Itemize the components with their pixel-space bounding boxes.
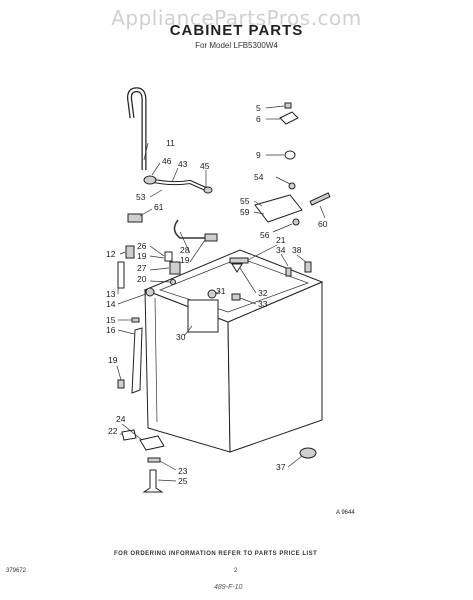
part-12-valve [125, 245, 135, 259]
part-22-bracket [121, 429, 137, 441]
label-27: 27 [137, 263, 147, 273]
part-5-screw [284, 102, 292, 109]
label-24: 24 [116, 414, 126, 424]
part-19-clip [117, 379, 125, 389]
label-45: 45 [200, 161, 210, 171]
handwritten-note: 489-F-10 [214, 584, 243, 591]
label-34: 34 [276, 245, 286, 255]
fill-hose [127, 87, 147, 170]
label-31: 31 [216, 286, 226, 296]
watermark: AppliancePartsPros.com [111, 6, 362, 30]
label-11: 11 [166, 138, 175, 148]
label-38: 38 [292, 245, 302, 255]
label-54: 54 [254, 172, 264, 182]
cabinet-front-edge [154, 297, 158, 423]
part-16-panel [131, 327, 143, 394]
part-13-tube [117, 261, 125, 289]
label-56: 56 [260, 230, 270, 240]
part-30-motor-mount [187, 299, 219, 333]
label-15: 15 [106, 315, 116, 325]
part-54-nut [288, 182, 296, 190]
label-13: 13 [106, 289, 116, 299]
part-27-bracket [169, 261, 181, 275]
callout-labels: 5 6 9 11 46 43 45 54 53 61 55 59 60 56 2… [106, 103, 328, 486]
diagram-subtitle: For Model LFB5300W4 [195, 41, 278, 50]
part-32-triangle [231, 263, 243, 273]
ordering-note: FOR ORDERING INFORMATION REFER TO PARTS … [114, 551, 318, 557]
part-55-bracket [254, 194, 303, 223]
part-23-spacer [147, 457, 161, 463]
label-12: 12 [106, 249, 116, 259]
diagram-title: CABINET PARTS [169, 22, 304, 39]
label-59: 59 [240, 207, 250, 217]
part-38-fastener [304, 261, 312, 273]
part-19-connector [204, 233, 218, 242]
label-61: 61 [154, 202, 164, 212]
label-60: 60 [318, 219, 328, 229]
part-20-screw [170, 279, 176, 285]
label-6: 6 [256, 114, 261, 124]
part-number: 379672 [6, 568, 27, 574]
part-24-leveling-plate [139, 435, 165, 451]
part-60-strip [309, 192, 331, 206]
hose-fitting [203, 186, 213, 194]
label-46: 46 [162, 156, 172, 166]
part-6-clip [279, 111, 299, 125]
part-28-wire-harness [173, 219, 210, 239]
label-19-a: 19 [137, 251, 147, 261]
label-22: 22 [108, 426, 118, 436]
label-55: 55 [240, 196, 250, 206]
part-33-bracket [231, 293, 241, 301]
label-14: 14 [106, 299, 116, 309]
label-32: 32 [258, 288, 268, 298]
part-9-grommet [284, 150, 296, 160]
label-26: 26 [137, 241, 147, 251]
part-37-foot [299, 447, 317, 459]
label-25: 25 [178, 476, 188, 486]
label-9: 9 [256, 150, 261, 160]
part-61-switch [127, 213, 143, 223]
diagram-code: A 9644 [336, 510, 355, 516]
part-14-clip [145, 287, 155, 297]
label-33: 33 [258, 299, 268, 309]
part-56-screw [292, 218, 300, 226]
leader-lines [116, 105, 326, 482]
label-53: 53 [136, 192, 146, 202]
label-19-c: 19 [108, 355, 118, 365]
label-21: 21 [276, 235, 286, 245]
fill-hose-inner [128, 88, 146, 170]
label-43: 43 [178, 159, 188, 169]
part-26-clamp [164, 251, 173, 262]
part-31-pulley [207, 289, 217, 299]
label-19-b: 19 [180, 255, 190, 265]
part-15-screw [131, 317, 140, 323]
label-23: 23 [178, 466, 188, 476]
label-37: 37 [276, 462, 286, 472]
hose-clamp [143, 175, 157, 185]
part-21-rim [229, 257, 249, 264]
label-28: 28 [180, 245, 190, 255]
part-34-screw [285, 267, 292, 277]
page-number: 2 [234, 568, 238, 574]
label-5: 5 [256, 103, 261, 113]
label-30: 30 [176, 332, 186, 342]
label-16: 16 [106, 325, 116, 335]
label-20: 20 [137, 274, 147, 284]
part-25-leveling-leg [142, 469, 164, 493]
